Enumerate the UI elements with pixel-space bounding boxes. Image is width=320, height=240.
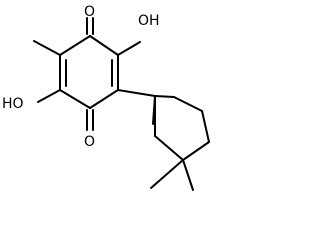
oxygen-label-bottom: O [84, 134, 95, 150]
gem-dimethyl-bond-1 [150, 159, 184, 189]
hydroxyl-label-right: OH [138, 13, 160, 29]
hydroxyl-label-left: HO [2, 96, 24, 112]
bond-c1-c2 [89, 35, 119, 56]
chemical-structure: O OH HO O [2, 4, 210, 191]
bond-c4-c5 [59, 89, 91, 109]
ring-cyclopentyl-bond [117, 89, 156, 97]
bond-c3-c4 [89, 89, 119, 109]
bond-c6-c1 [59, 35, 91, 56]
carbonyl-bottom [86, 109, 94, 131]
hydroxyl-left-bond [37, 89, 61, 103]
cyclopentane-ring [154, 95, 210, 161]
hydroxyl-right-bond [117, 41, 141, 56]
methyl-bond [33, 40, 61, 56]
quinone-ring [59, 35, 119, 109]
oxygen-label-top: O [84, 4, 95, 20]
cyclopentyl-methyl-bond [152, 95, 156, 125]
gem-dimethyl-bond-2 [182, 159, 194, 191]
carbonyl-top [86, 17, 94, 35]
